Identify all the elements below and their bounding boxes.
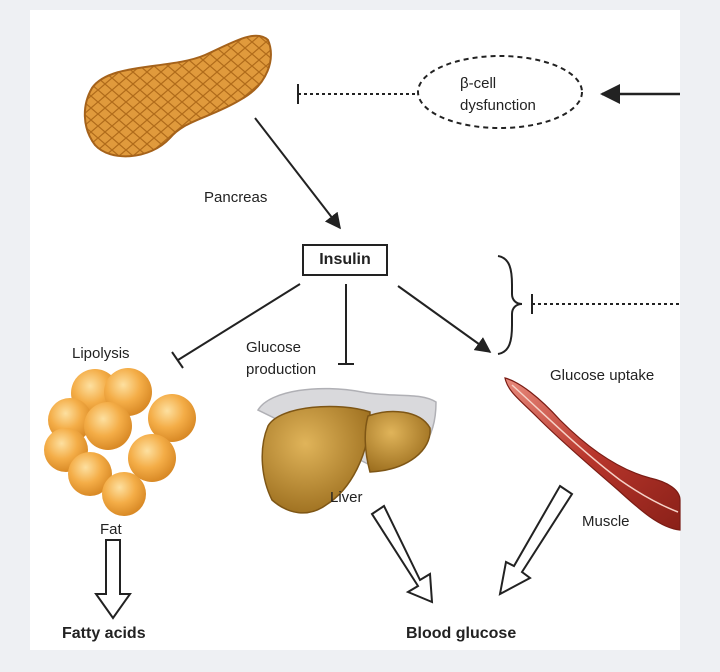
insulin-lipolysis-inhibit-line	[177, 283, 301, 361]
pancreas-icon	[83, 34, 272, 158]
fatty-acids-label: Fatty acids	[62, 625, 146, 642]
dysfunction-label: dysfunction	[460, 97, 536, 114]
production-label: production	[246, 361, 317, 378]
liver-label: Liver	[330, 489, 363, 506]
beta-cell-label: β-cell	[460, 75, 497, 92]
liver-icon	[256, 387, 437, 514]
fat-to-fatty-acids-arrow	[94, 539, 132, 620]
glucose-label: Glucose	[246, 339, 302, 356]
muscle-label: Muscle	[582, 513, 630, 530]
pancreas-label: Pancreas	[204, 189, 268, 206]
insulin-uptake-arrow	[397, 285, 492, 353]
beta-cell-ellipse	[417, 55, 583, 129]
insulin-box: Insulin	[302, 244, 388, 276]
uptake-brace	[497, 255, 523, 355]
lipolysis-label: Lipolysis	[72, 345, 130, 362]
fat-cells-icon	[44, 368, 196, 516]
muscle-to-blood-glucose-arrow	[498, 484, 574, 596]
muscle-icon	[504, 377, 681, 531]
blood-glucose-label: Blood glucose	[406, 625, 517, 642]
fat-label: Fat	[100, 521, 122, 538]
liver-to-blood-glucose-arrow	[370, 504, 434, 604]
pancreas-insulin-arrow	[254, 117, 341, 230]
glucose-uptake-label: Glucose uptake	[550, 367, 655, 384]
insulin-lipolysis-inhibit-bar	[171, 351, 184, 369]
